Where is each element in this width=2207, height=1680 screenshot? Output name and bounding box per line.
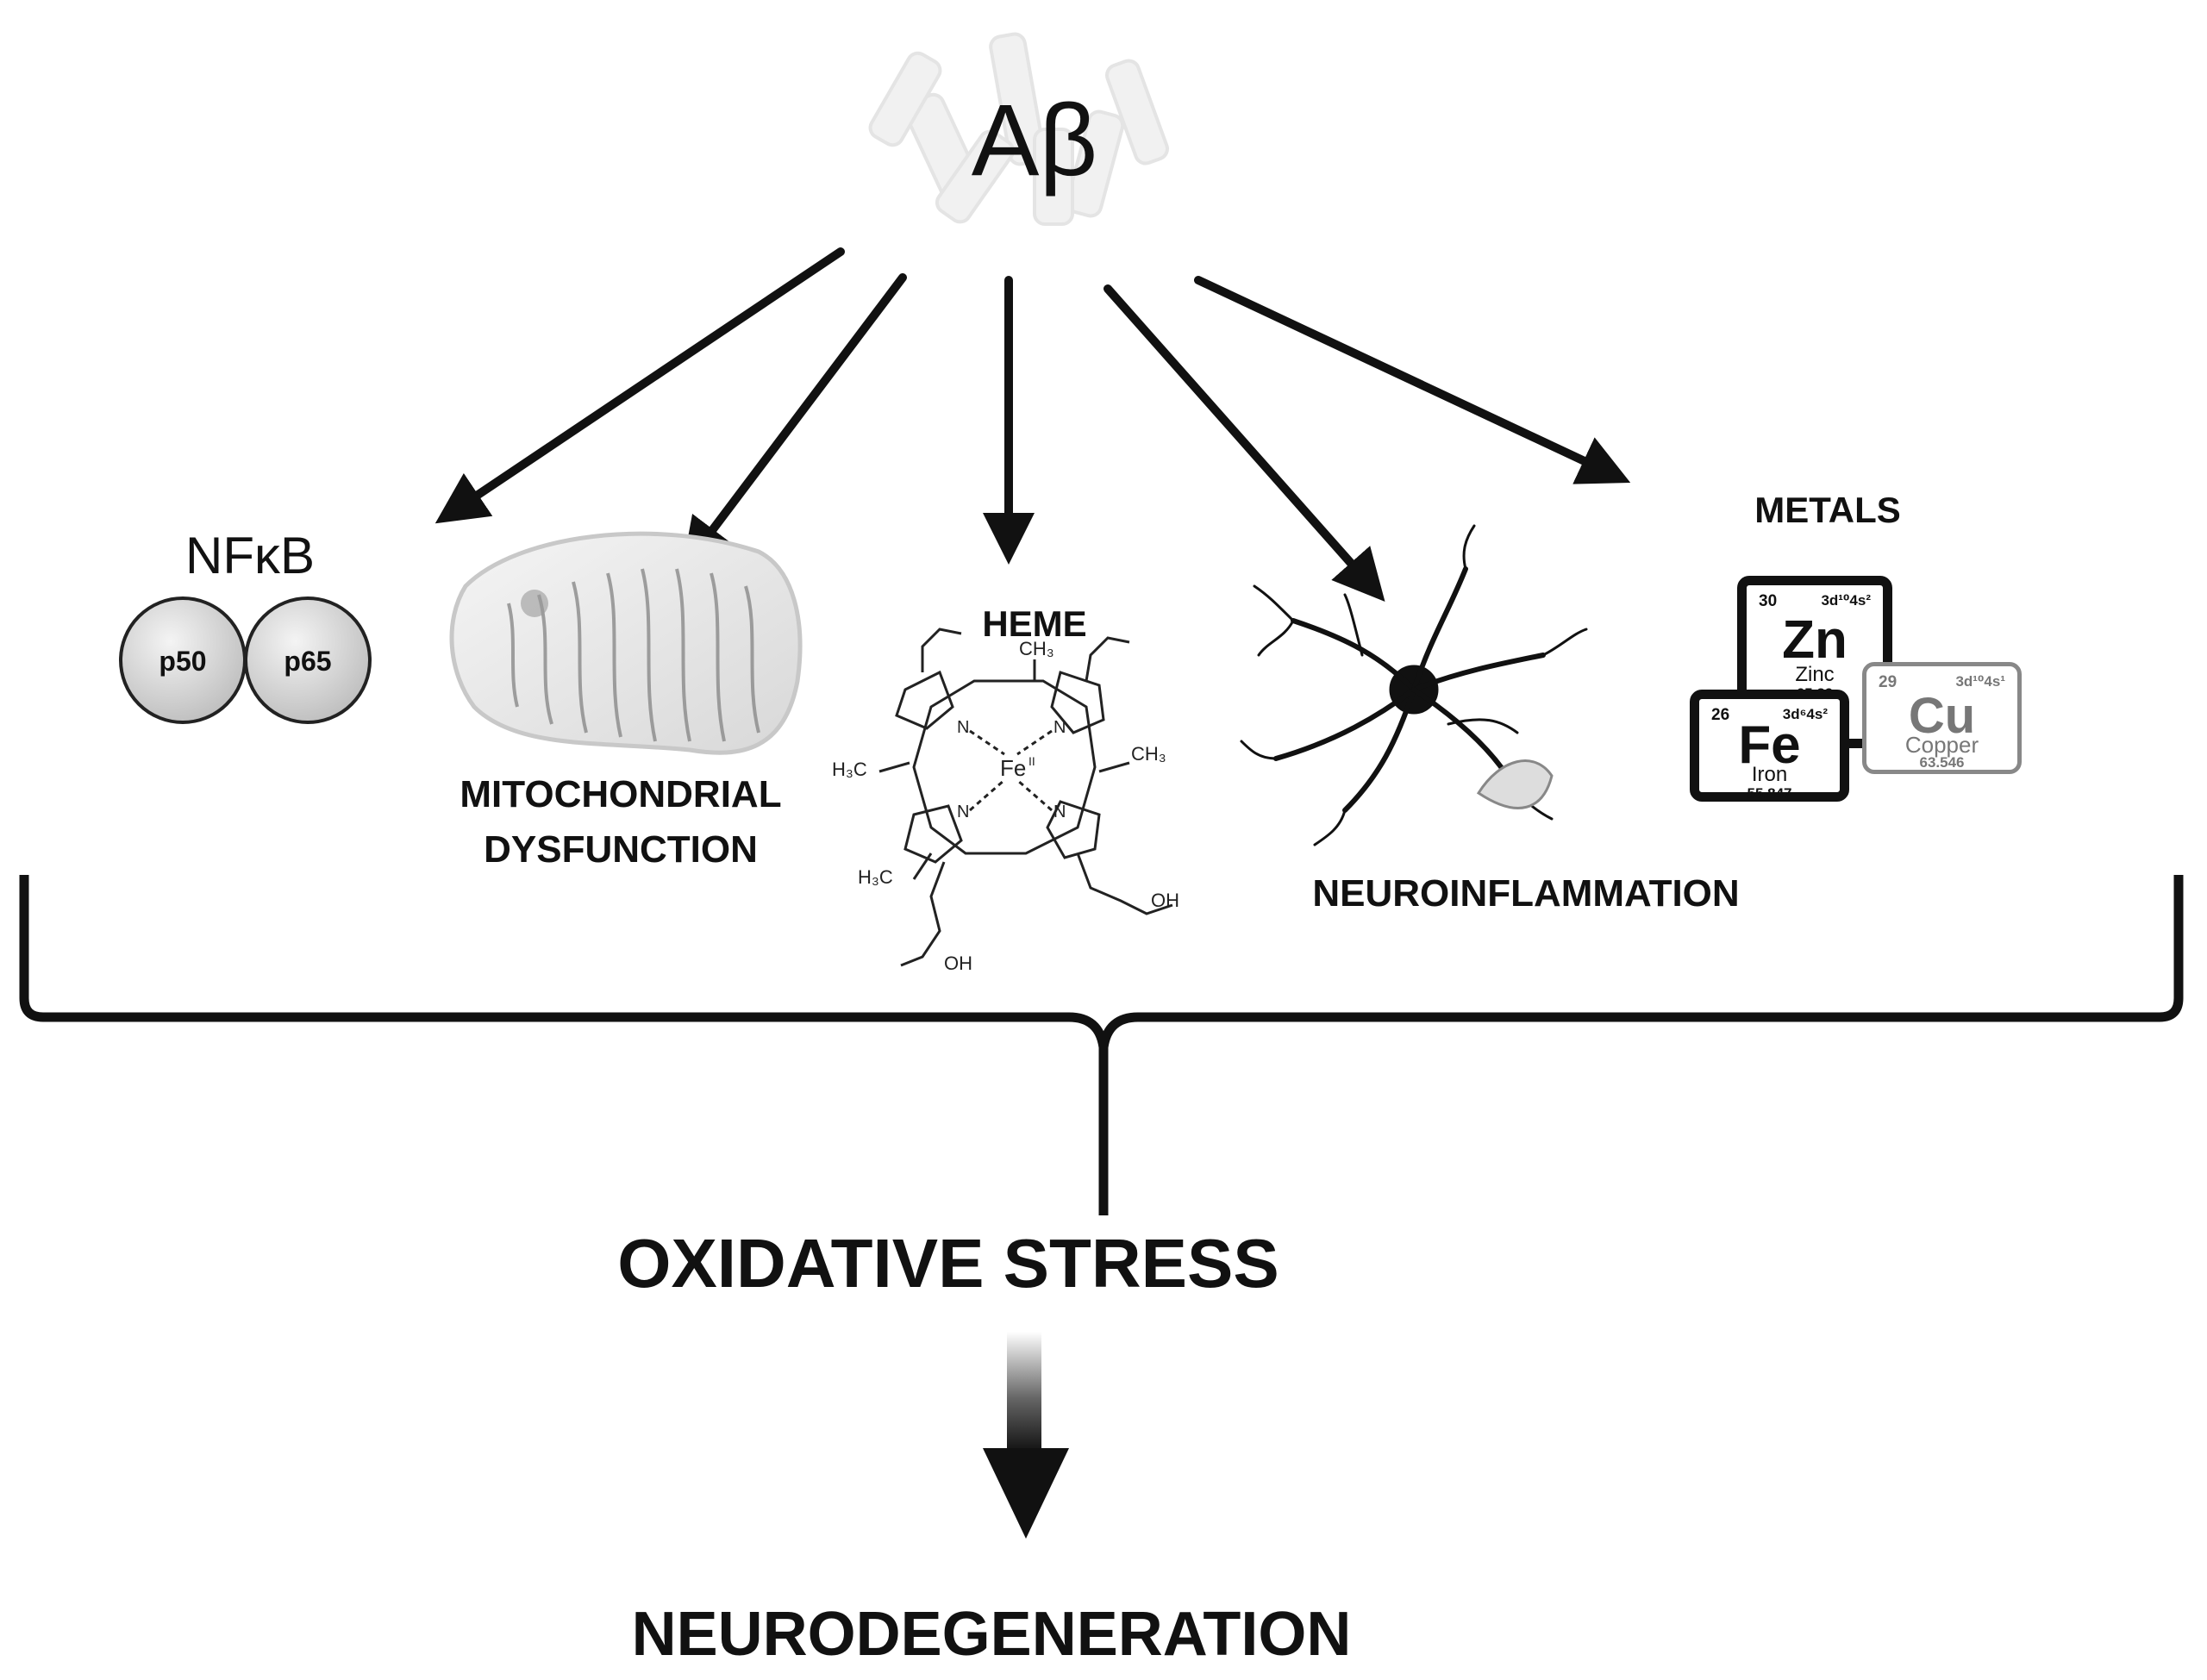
iron-atomic-number: 26: [1711, 706, 1730, 724]
p65-subunit: [244, 596, 372, 724]
arrow-to-neuroinflammation: [1104, 284, 1385, 602]
arrow-to-metals: [1194, 276, 1631, 484]
heme-iron-label: Fe: [1000, 755, 1026, 781]
heme-n-label-2: N: [1053, 718, 1066, 737]
heme-acid-left: OH: [944, 952, 972, 974]
copper-element-tile: 29 3d¹⁰4s¹ Cu Copper 63.546: [1862, 662, 2022, 774]
arrow-to-mitochondria: [681, 273, 907, 571]
copper-mass: 63.546: [1919, 754, 1965, 771]
zinc-atomic-number: 30: [1759, 592, 1778, 610]
zinc-electron-config: 3d¹⁰4s²: [1821, 592, 1871, 609]
metals-label: METALS: [1754, 490, 1901, 530]
nfkb-complex: p50 p65: [119, 596, 372, 724]
iron-electron-config: 3d⁶4s²: [1782, 706, 1828, 722]
convergence-bracket: [19, 875, 2184, 1215]
neuroinflammation-label: NEUROINFLAMMATION: [1312, 872, 1740, 915]
heme-n-label-4: N: [1053, 803, 1066, 821]
pathway-arrows: [435, 247, 1631, 602]
heme-methyl-right: CH₃: [1131, 743, 1166, 765]
heme-structure-icon: [878, 628, 1173, 967]
heme-methyl-top: CH₃: [1019, 638, 1054, 659]
amyloid-fibril-icon: [868, 32, 1169, 226]
mitochondrion-icon: [449, 531, 803, 755]
copper-atomic-number: 29: [1879, 673, 1898, 691]
iron-name: Iron: [1751, 763, 1788, 786]
iron-symbol: Fe: [1738, 715, 1801, 775]
copper-electron-config: 3d¹⁰4s¹: [1955, 673, 2005, 690]
heme-iron-charge: II: [1028, 754, 1035, 768]
heme-label: HEME: [982, 603, 1087, 644]
gradient-down-arrow: [983, 1332, 1069, 1539]
p50-label: p50: [159, 646, 206, 677]
iron-mass: 55.847: [1747, 785, 1792, 802]
heme-methyl-left: H₃C: [832, 759, 867, 780]
neuron-icon: [1240, 524, 1588, 846]
mitochondrial-dysfunction-label: MITOCHONDRIAL DYSFUNCTION: [405, 767, 836, 877]
amyloid-beta-label: Aβ: [971, 84, 1098, 197]
p65-label: p65: [284, 646, 331, 677]
heme-n-label-3: N: [957, 803, 969, 821]
zinc-name: Zinc: [1795, 663, 1835, 686]
heme-acid-right: OH: [1151, 890, 1179, 911]
copper-symbol: Cu: [1908, 688, 1976, 744]
neurodegeneration-label: NEURODEGENERATION: [631, 1600, 1352, 1669]
mitochondrial-label-line1: MITOCHONDRIAL: [460, 773, 782, 815]
mitochondrial-label-line2: DYSFUNCTION: [484, 828, 758, 871]
arrow-to-nfkb: [435, 247, 845, 524]
nfkb-label: NFκB: [185, 527, 315, 584]
iron-element-tile: 26 3d⁶4s² Fe Iron 55.847: [1690, 690, 1849, 802]
oxidative-stress-label: OXIDATIVE STRESS: [617, 1225, 1279, 1302]
heme-n-label-1: N: [957, 718, 969, 737]
heme-methyl-bottom: H₃C: [858, 866, 893, 888]
heme-atom-labels: Fe II N N N N CH₃ H₃C CH₃ H₃C OH OH: [832, 638, 1179, 974]
zinc-symbol: Zn: [1782, 610, 1848, 670]
copper-name: Copper: [1904, 732, 1979, 758]
